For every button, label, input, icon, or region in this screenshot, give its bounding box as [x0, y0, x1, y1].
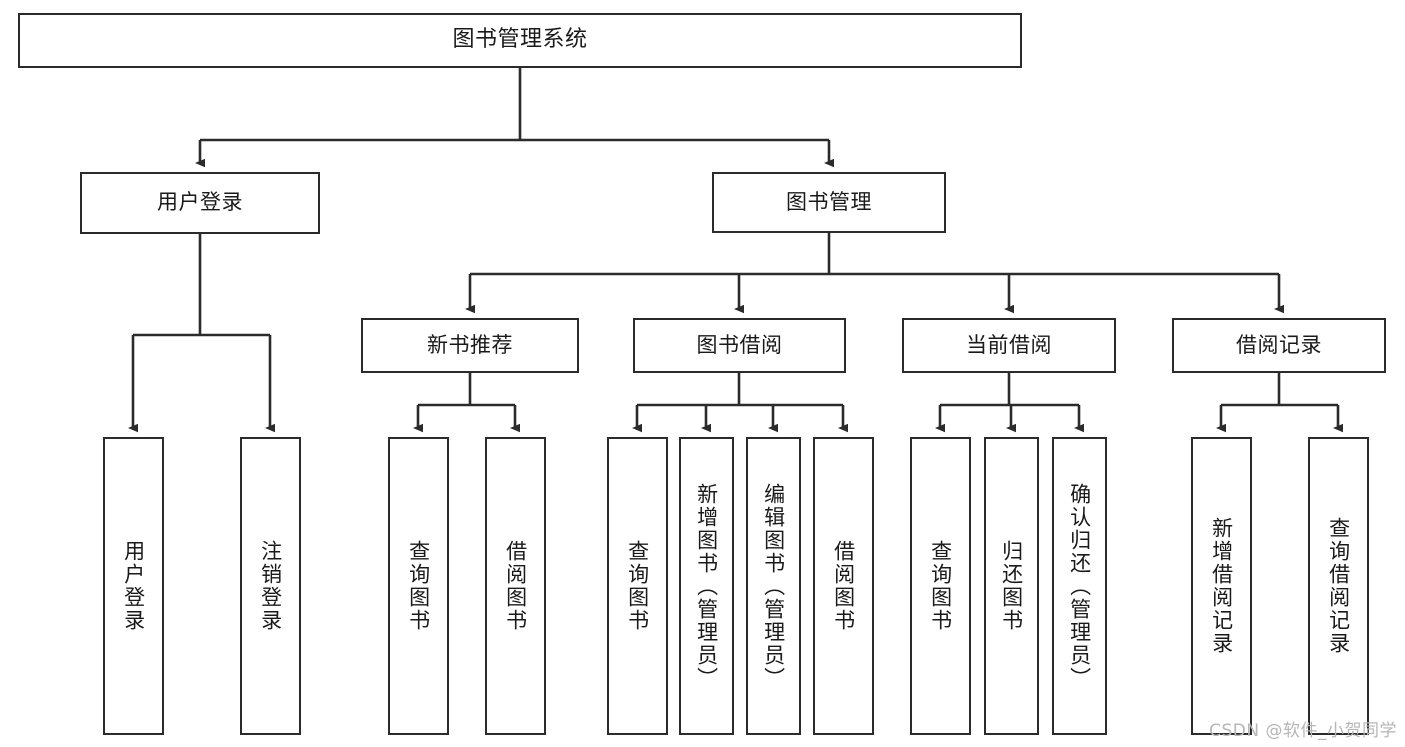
node-root-system[interactable]: 图书管理系统 — [18, 13, 1022, 68]
node-leaf-add-book-admin[interactable]: 新增图书（管理员） — [679, 437, 734, 735]
node-leaf-borrow-book[interactable]: 借阅图书 — [813, 437, 874, 735]
node-leaf-query-book-current[interactable]: 查询图书 — [910, 437, 971, 735]
node-leaf-logout[interactable]: 注销登录 — [240, 437, 301, 735]
node-borrow-record[interactable]: 借阅记录 — [1172, 318, 1386, 373]
node-leaf-return-book[interactable]: 归还图书 — [984, 437, 1039, 735]
node-leaf-edit-book-admin[interactable]: 编辑图书（管理员） — [746, 437, 801, 735]
node-new-book-recommend[interactable]: 新书推荐 — [361, 318, 579, 373]
node-leaf-confirm-return-admin[interactable]: 确认归还（管理员） — [1052, 437, 1107, 735]
node-leaf-query-book-borrow[interactable]: 查询图书 — [607, 437, 668, 735]
node-leaf-add-borrow-record[interactable]: 新增借阅记录 — [1191, 437, 1252, 735]
node-leaf-borrow-book-recommend[interactable]: 借阅图书 — [485, 437, 546, 735]
node-book-borrow[interactable]: 图书借阅 — [633, 318, 846, 373]
node-user-login[interactable]: 用户登录 — [80, 172, 320, 234]
node-leaf-query-book-recommend[interactable]: 查询图书 — [388, 437, 449, 735]
node-book-manage[interactable]: 图书管理 — [712, 172, 946, 233]
node-current-borrow[interactable]: 当前借阅 — [902, 318, 1116, 373]
node-leaf-user-login[interactable]: 用户登录 — [103, 437, 164, 735]
node-leaf-query-borrow-record[interactable]: 查询借阅记录 — [1308, 437, 1369, 735]
